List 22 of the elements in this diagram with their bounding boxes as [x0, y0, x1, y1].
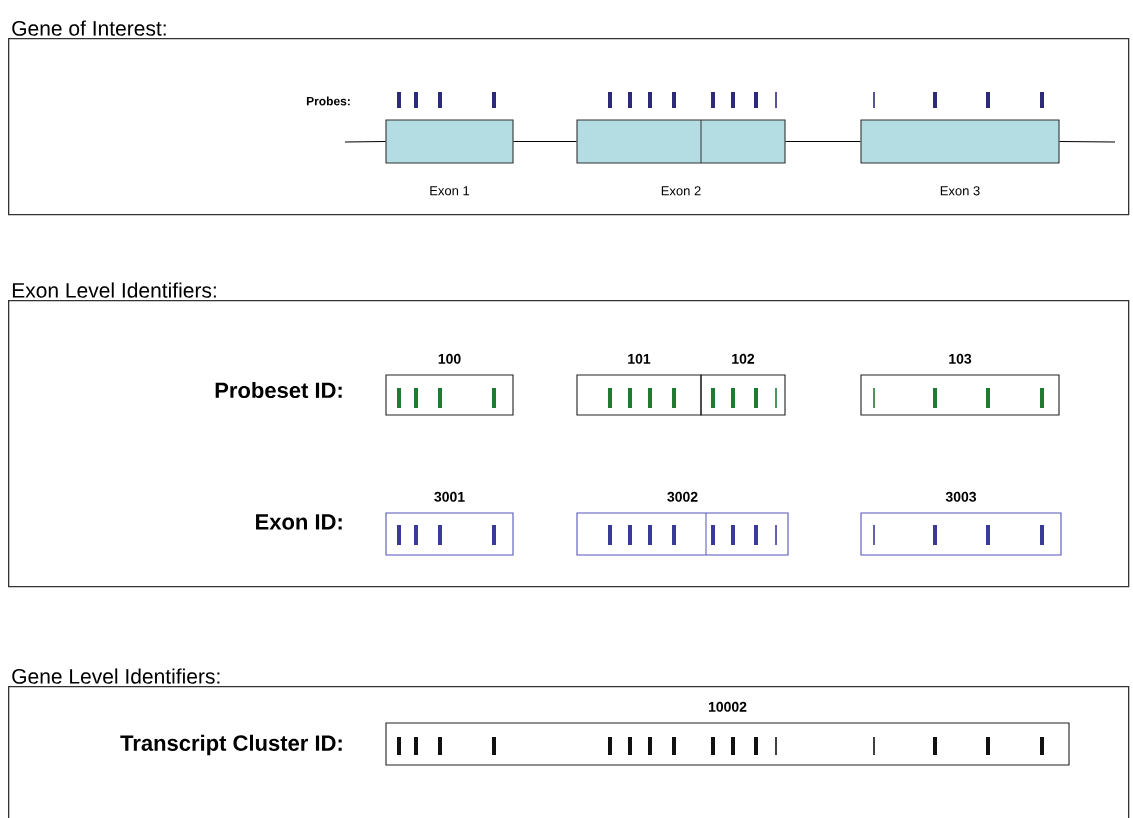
id-number: 100	[438, 353, 461, 364]
id-number: 102	[732, 353, 755, 364]
row-label: Exon ID:	[256, 514, 342, 530]
panel-heading: Exon Level Identifiers:	[12, 282, 216, 298]
id-number: 3001	[434, 491, 465, 502]
exon-label: Exon 3	[940, 186, 980, 196]
id-number: 3002	[667, 491, 698, 502]
intron-line	[344, 140, 387, 143]
panel-heading: Gene Level Identifiers:	[12, 668, 220, 684]
exon-label: Exon 1	[430, 186, 470, 196]
exon-label: Exon 2	[661, 186, 701, 196]
id-number: 103	[949, 353, 972, 364]
row-label: Probes:	[306, 96, 350, 106]
panel-heading: Gene of Interest:	[12, 20, 166, 36]
row-label: Transcript Cluster ID:	[120, 734, 342, 756]
intron-line	[512, 140, 578, 143]
id-number: 3003	[945, 491, 977, 502]
intron-line	[1058, 140, 1116, 143]
row-label: Probeset ID:	[215, 381, 342, 399]
id-number: 101	[628, 353, 651, 364]
id-number: 10002	[708, 701, 747, 712]
intron-line	[784, 140, 862, 143]
